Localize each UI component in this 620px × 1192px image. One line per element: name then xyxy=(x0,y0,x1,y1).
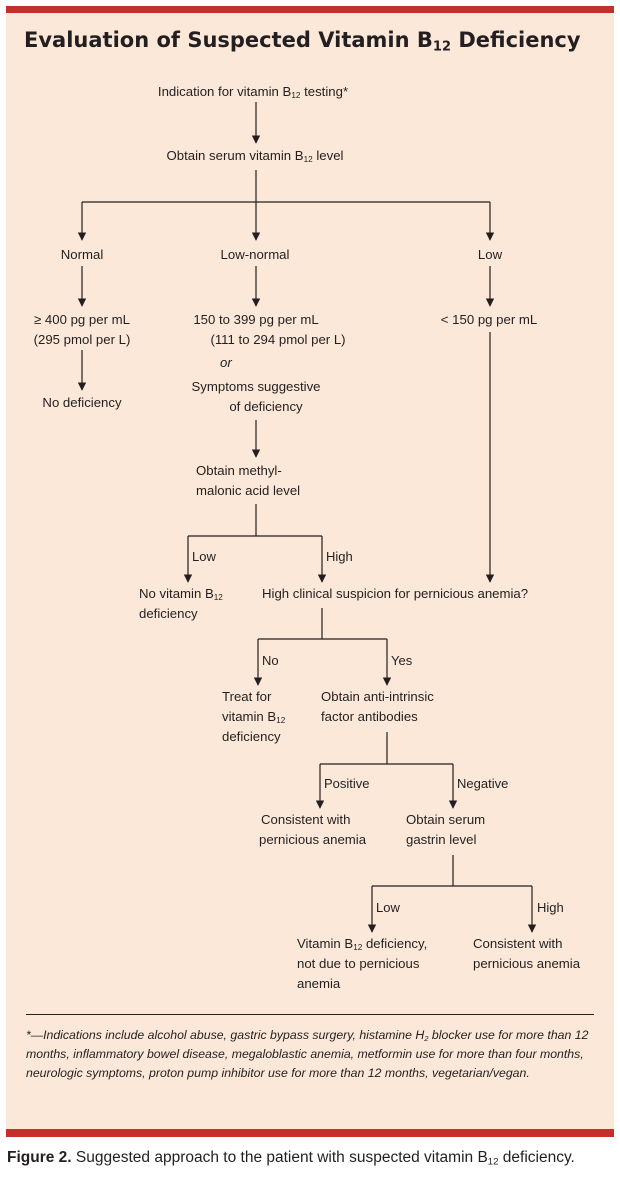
edge-label-antibody-negative: Negative xyxy=(457,776,509,791)
node-low: Low xyxy=(477,247,503,262)
node-obtain-b12-level: Obtain serum vitamin B12 level xyxy=(166,148,344,165)
footnote-divider xyxy=(26,1014,594,1015)
node-normal-range: ≥ 400 pg per mL(295 pmol per L) xyxy=(33,312,131,347)
edge-label-antibody-positive: Positive xyxy=(324,776,370,791)
edge-label-suspicion-yes: Yes xyxy=(391,653,413,668)
edge-label-suspicion-no: No xyxy=(262,653,279,668)
node-or: or xyxy=(220,355,232,370)
node-low-range: < 150 pg per mL xyxy=(440,312,538,327)
figure-panel xyxy=(6,13,614,1130)
edge-label-gastrin-low: Low xyxy=(376,900,400,915)
node-indication: Indication for vitamin B12 testing* xyxy=(157,84,349,101)
figure-caption: Figure 2. Suggested approach to the pati… xyxy=(7,1149,575,1168)
node-normal: Normal xyxy=(60,247,104,262)
node-treat-b12: Treat for vitamin B12 deficiency xyxy=(222,689,286,744)
node-low-normal: Low-normal xyxy=(220,247,290,262)
node-low-normal-range: 150 to 399 pg per mL(111 to 294 pmol per… xyxy=(193,312,346,347)
edge-label-mma-low: Low xyxy=(192,549,216,564)
edge-label-gastrin-high: High xyxy=(537,900,564,915)
footnote: *—Indications include alcohol abuse, gas… xyxy=(26,1028,589,1080)
node-high-suspicion: High clinical suspicion for pernicious a… xyxy=(262,586,529,601)
node-b12-not-pa: Vitamin B12 deficiency, not due to perni… xyxy=(297,936,428,991)
node-no-deficiency: No deficiency xyxy=(42,395,122,410)
top-accent-bar xyxy=(6,6,614,14)
bottom-accent-bar xyxy=(6,1129,614,1137)
figure-title: Evaluation of Suspected Vitamin B12 Defi… xyxy=(24,28,581,55)
edge-label-mma-high: High xyxy=(326,549,353,564)
node-no-b12-deficiency: No vitamin B12 deficiency xyxy=(139,586,223,621)
node-obtain-mma: Obtain methyl-malonic acid level xyxy=(196,463,301,498)
